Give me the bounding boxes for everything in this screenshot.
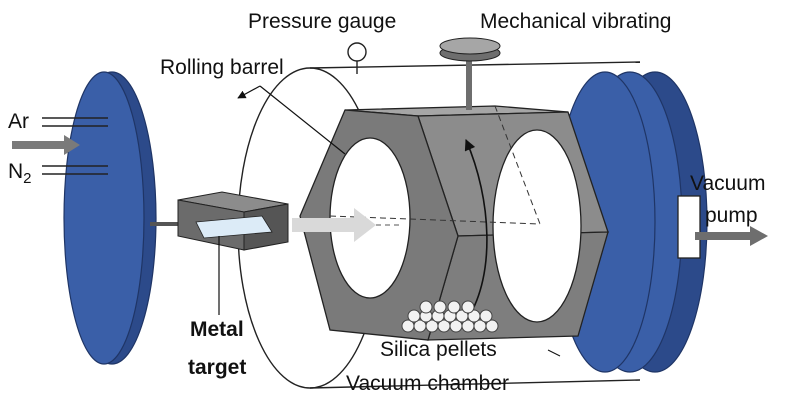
- ar-label: Ar: [8, 110, 29, 133]
- vibrator-disc-top: [439, 37, 501, 55]
- rolling-barrel-leader-2: [237, 85, 261, 99]
- chamber-bottom-edge: [309, 379, 641, 389]
- gauge-dial: [347, 42, 367, 62]
- sputter-arrow-head: [354, 208, 376, 242]
- silica-pellets-leader: [547, 349, 561, 357]
- barrel-right-window: [492, 129, 582, 323]
- vacuum-pump-label-line2: pump: [705, 204, 758, 227]
- silica-pellet: [419, 300, 433, 314]
- vacuum-pump-port: [677, 195, 768, 259]
- labels: Pressure gauge Mechanical vibrating Roll…: [8, 10, 765, 395]
- vibrator-rod: [466, 56, 472, 110]
- gas-arrow-head: [64, 135, 80, 155]
- barrel-hidden-edge-top: [494, 105, 541, 225]
- sputter-arrow-shaft: [292, 218, 354, 232]
- gas-arrow-shaft: [12, 141, 64, 149]
- rolling-barrel-leader-1: [259, 85, 346, 155]
- pump-port-box: [677, 195, 701, 259]
- rotation-arrow: [464, 138, 488, 319]
- left-flange: [63, 71, 157, 365]
- silica-pellet: [485, 319, 499, 333]
- rolling-barrel-label: Rolling barrel: [160, 56, 284, 79]
- silica-pellet: [479, 309, 493, 323]
- mechanical-vibrator: [439, 37, 501, 110]
- vacuum-chamber-label: Vacuum chamber: [346, 372, 509, 395]
- metal-target: [150, 191, 289, 251]
- n2-label: N2: [8, 160, 32, 187]
- silica-pellets-group: [401, 300, 499, 333]
- pump-arrow-head: [750, 226, 768, 246]
- silica-pellet: [433, 300, 447, 314]
- pressure-gauge: [347, 42, 367, 74]
- leader-lines: [218, 85, 561, 357]
- silica-pellet: [447, 300, 461, 314]
- vacuum-pump-label-line1: Vacuum: [690, 172, 765, 195]
- target-plate: [195, 215, 273, 239]
- left-flange-face: [63, 71, 145, 365]
- metal-target-label-line2: target: [188, 356, 246, 379]
- n2-label-subscript: 2: [23, 170, 31, 187]
- chamber-top-edge: [309, 61, 641, 69]
- pressure-gauge-label: Pressure gauge: [248, 10, 396, 33]
- pump-arrow-shaft: [695, 232, 750, 240]
- gas-inlets: [12, 117, 108, 175]
- silica-pellet: [461, 300, 475, 314]
- mechanical-vibrating-label: Mechanical vibrating: [480, 10, 671, 33]
- silica-pellets-label: Silica pellets: [380, 338, 497, 361]
- sputter-direction-arrow: [292, 208, 400, 242]
- metal-target-label-line1: Metal: [190, 318, 244, 341]
- silica-pellet: [407, 309, 421, 323]
- n2-label-main: N: [8, 160, 23, 183]
